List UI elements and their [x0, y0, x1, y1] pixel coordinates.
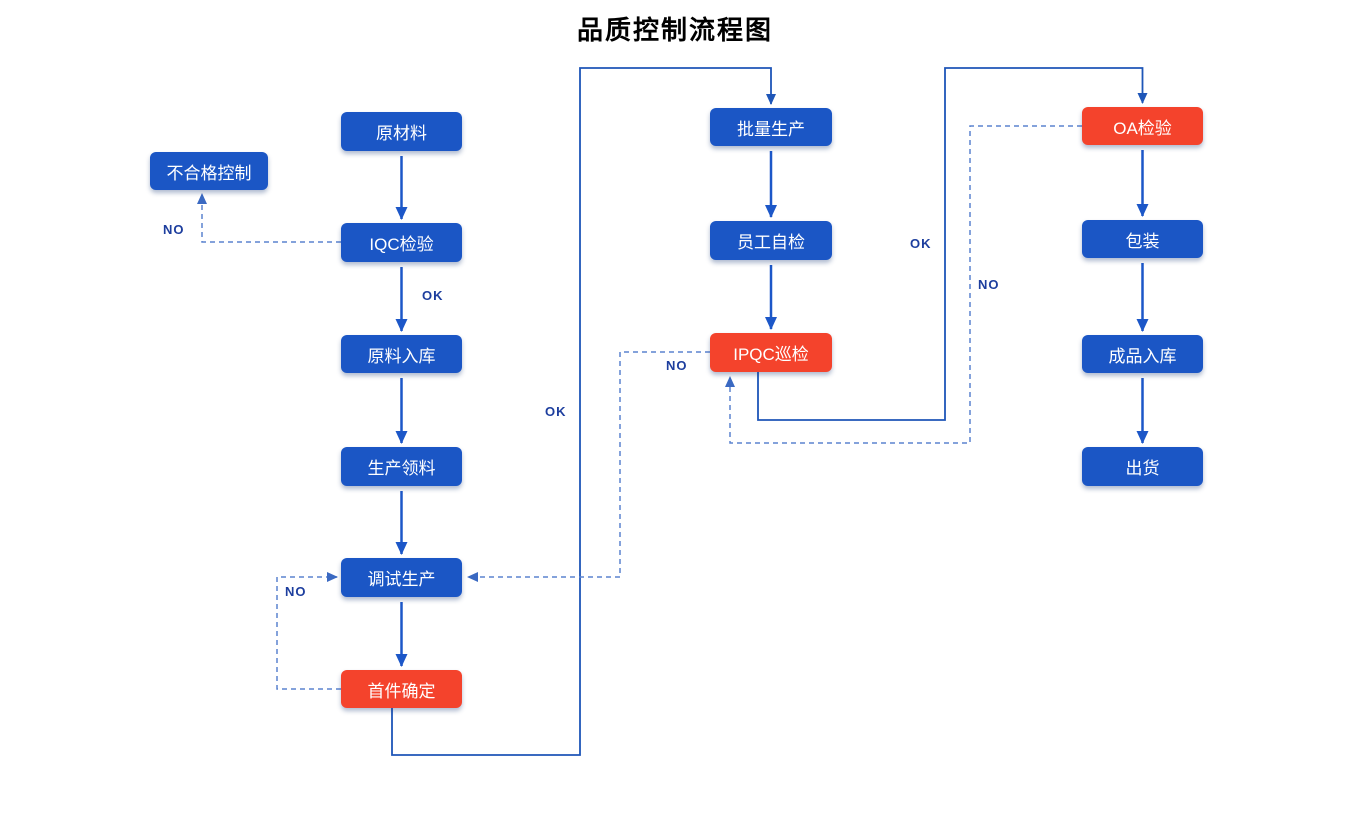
connector-ipqc-to-oa — [757, 67, 1148, 421]
node-trial-production: 调试生产 — [341, 558, 462, 597]
node-oa-inspection: OA检验 — [1082, 107, 1203, 145]
step-arrows — [395, 150, 1149, 667]
connector-ipqc-to-trial — [467, 351, 710, 582]
connector-iqc-to-nonconforming — [197, 193, 341, 243]
edge-label-ok-iqc: OK — [422, 288, 444, 303]
node-production-picking: 生产领料 — [341, 447, 462, 486]
page-title: 品质控制流程图 — [576, 16, 773, 45]
no-connectors — [197, 125, 1082, 690]
edge-label-no-first-article: NO — [285, 584, 307, 599]
node-shipment: 出货 — [1082, 447, 1203, 486]
node-first-article-confirmation: 首件确定 — [341, 670, 462, 708]
connector-oa-to-ipqc — [725, 125, 1082, 444]
node-ipqc-patrol-inspection: IPQC巡检 — [710, 333, 832, 372]
node-mass-production: 批量生产 — [710, 108, 832, 146]
node-packaging: 包装 — [1082, 220, 1203, 258]
node-raw-material-storage: 原料入库 — [341, 335, 462, 373]
edge-label-ok-first-article: OK — [545, 404, 567, 419]
connector-first-article-to-mass-production — [391, 67, 776, 756]
node-employee-self-check: 员工自检 — [710, 221, 832, 260]
edge-label-no-ipqc: NO — [666, 358, 688, 373]
node-finished-goods-storage: 成品入库 — [1082, 335, 1203, 373]
edge-label-no-iqc: NO — [163, 222, 185, 237]
edge-label-no-oa: NO — [978, 277, 1000, 292]
node-nonconforming-control: 不合格控制 — [150, 152, 268, 190]
node-raw-material: 原材料 — [341, 112, 462, 151]
connector-first-article-to-trial — [276, 572, 341, 690]
ok-connectors — [391, 67, 1148, 756]
edge-label-ok-ipqc: OK — [910, 236, 932, 251]
node-iqc-inspection: IQC检验 — [341, 223, 462, 262]
